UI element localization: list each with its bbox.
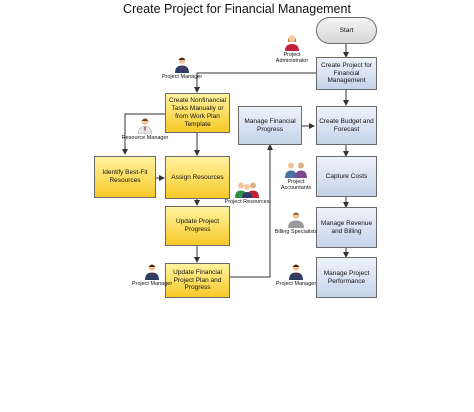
person-icon bbox=[137, 118, 153, 134]
connector-create-project-to-nonfinancial bbox=[194, 72, 316, 93]
actor-billing-specialists: Billing Specialists bbox=[272, 210, 320, 235]
update-progress-box: Update Project Progress bbox=[165, 206, 230, 246]
actor-project-manager-top: Project Manager bbox=[158, 55, 206, 80]
actor-project-accountants: Project Accountants bbox=[272, 160, 320, 192]
person-icon bbox=[145, 264, 159, 280]
update-financial-plan-box: Update Financial Project Plan and Progre… bbox=[165, 263, 230, 298]
people-group-icon bbox=[285, 162, 307, 178]
start-node: Start bbox=[316, 17, 377, 44]
manage-revenue-box: Manage Revenue and Billing bbox=[316, 207, 377, 248]
actor-project-administrator: Project Administrator bbox=[268, 33, 316, 65]
connector-nonfinancial-to-identify bbox=[122, 113, 165, 155]
create-project-box: Create Project for Financial Management bbox=[316, 57, 377, 90]
connector-financial-plan-to-manage-financial bbox=[229, 144, 273, 278]
people-group-icon bbox=[235, 182, 259, 198]
actor-project-manager-bottom-left: Project Manager bbox=[128, 262, 176, 287]
diagram-title: Create Project for Financial Management bbox=[123, 2, 351, 16]
people-group-icon bbox=[288, 212, 304, 228]
manage-performance-box: Manage Project Performance bbox=[316, 257, 377, 298]
manage-financial-progress-box: Manage Financial Progress bbox=[238, 106, 302, 145]
person-icon bbox=[285, 35, 299, 51]
create-budget-box: Create Budget and Forecast bbox=[316, 106, 377, 145]
actor-project-manager-bottom-right: Project Manager bbox=[272, 262, 320, 287]
actor-resource-manager: Resource Manager bbox=[121, 116, 169, 141]
identify-resources-box: Identify Best-Fit Resources bbox=[94, 156, 156, 198]
person-icon bbox=[175, 57, 189, 73]
actor-project-resources: Project Resources bbox=[223, 180, 271, 205]
assign-resources-box: Assign Resources bbox=[165, 156, 230, 199]
capture-costs-box: Capture Costs bbox=[316, 156, 377, 197]
create-nonfinancial-box: Create Nonfinancial Tasks Manually or fr… bbox=[165, 93, 230, 133]
person-icon bbox=[289, 264, 303, 280]
